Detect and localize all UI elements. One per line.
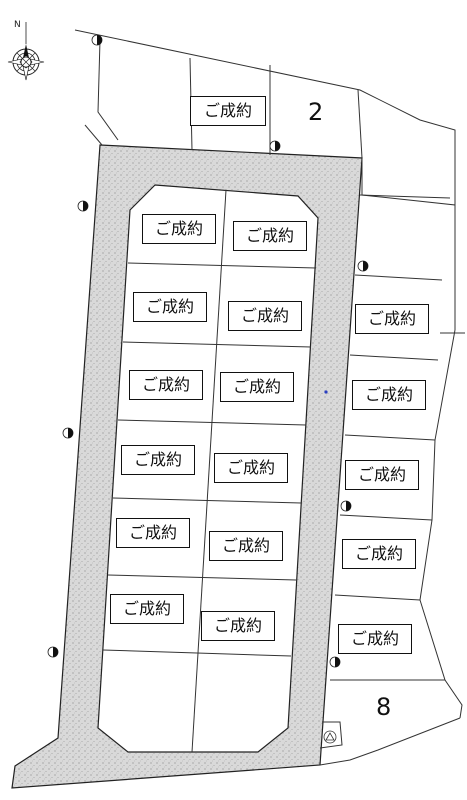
lot-label-left-2: ご成約 bbox=[133, 292, 207, 322]
boundary-marker bbox=[357, 260, 369, 272]
lot-label-left-6: ご成約 bbox=[110, 594, 184, 624]
lot-label-right-4: ご成約 bbox=[342, 539, 416, 569]
boundary-marker bbox=[77, 200, 89, 212]
boundary-marker bbox=[62, 427, 74, 439]
lot-label-left-3: ご成約 bbox=[129, 370, 203, 400]
compass-rose-icon bbox=[7, 22, 45, 81]
lot-label-center-4: ご成約 bbox=[214, 453, 288, 483]
lot-label-center-5: ご成約 bbox=[209, 531, 283, 561]
lot-label-right-5: ご成約 bbox=[338, 624, 412, 654]
lot-label-center-2: ご成約 bbox=[228, 301, 302, 331]
boundary-marker bbox=[340, 500, 352, 512]
plot-number-2: 2 bbox=[308, 98, 324, 126]
boundary-markers bbox=[47, 34, 369, 668]
lot-label-left-1: ご成約 bbox=[142, 214, 216, 244]
boundary-marker bbox=[91, 34, 103, 46]
lot-label-right-2: ご成約 bbox=[352, 380, 426, 410]
boundary-marker bbox=[329, 656, 341, 668]
inner-lot-grid bbox=[102, 189, 317, 753]
lot-label-left-5: ご成約 bbox=[116, 518, 190, 548]
lot-label-top: ご成約 bbox=[190, 96, 266, 126]
boundary-marker bbox=[269, 140, 281, 152]
lot-label-center-6: ご成約 bbox=[201, 611, 275, 641]
lot-label-right-3: ご成約 bbox=[345, 460, 419, 490]
triangle-symbol bbox=[323, 730, 337, 744]
boundary-marker bbox=[47, 646, 59, 658]
lot-label-right-1: ご成約 bbox=[355, 304, 429, 334]
lot-label-center-3: ご成約 bbox=[220, 372, 294, 402]
lot-label-center-1: ご成約 bbox=[233, 221, 307, 251]
lot-label-left-4: ご成約 bbox=[121, 445, 195, 475]
compass-north-label: N bbox=[14, 20, 21, 30]
plot-number-8: 8 bbox=[376, 693, 392, 721]
reference-dot bbox=[324, 390, 328, 394]
